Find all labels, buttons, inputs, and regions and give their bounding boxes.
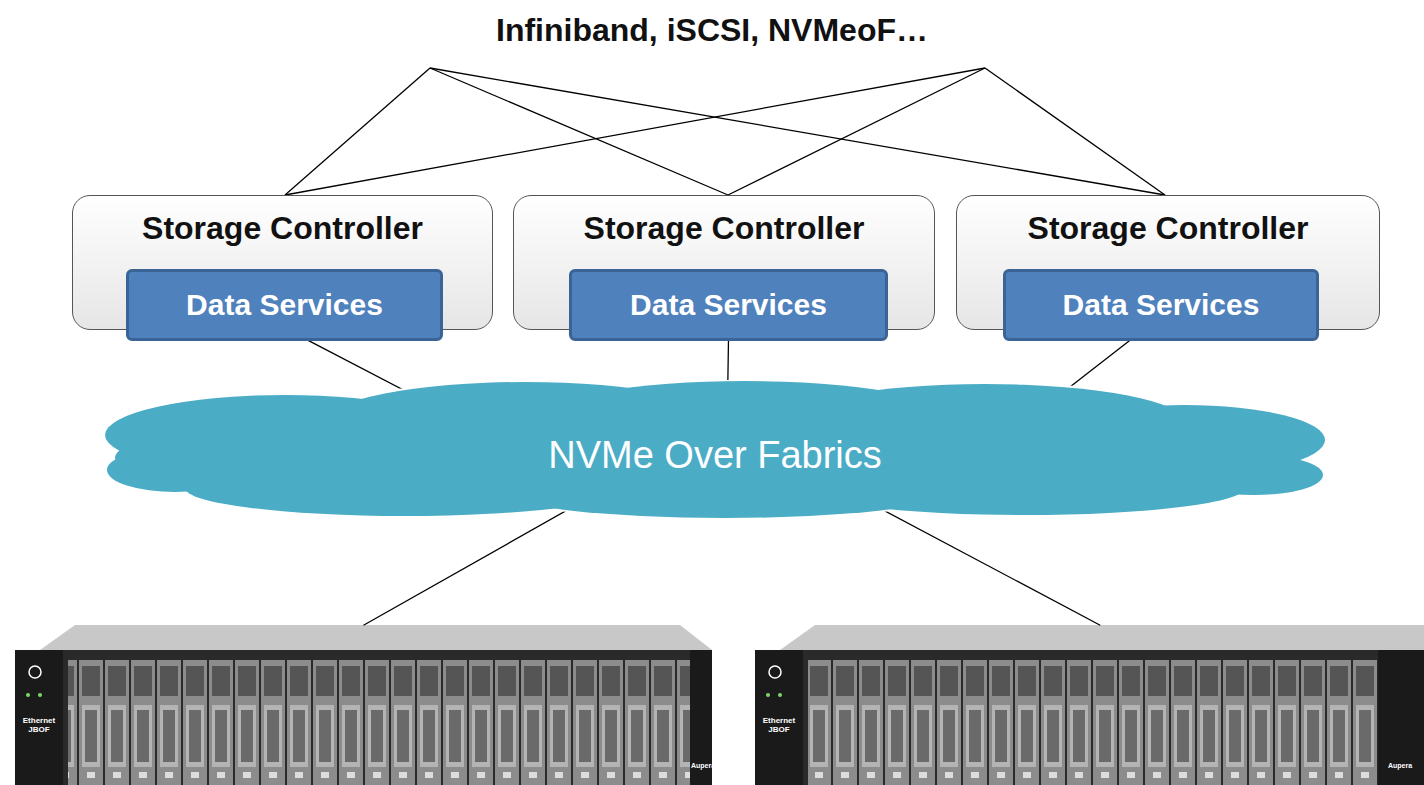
jbof-chassis: Ethernet JBOF Aupera [755,622,1424,785]
node-label: Storage Controller [142,210,423,247]
heading-row: Infiniband, iSCSI, NVMeoF… [0,12,1424,49]
protocol-label: Infiniband, iSCSI, NVMeoF… [496,12,928,48]
chassis-label: Aupera [1379,762,1421,770]
node-label: Storage Controller [584,210,865,247]
data-services-box: Data Services [126,269,443,341]
data-services-box: Data Services [1003,269,1319,341]
node-label: NVMe Over Fabrics [548,424,882,477]
node-label: Data Services [186,288,383,322]
storage-controller-box: Storage ControllerData Services [72,195,493,330]
node-label: Storage Controller [1028,210,1309,247]
chassis-label: Aupera [691,762,711,770]
chassis-label: Ethernet JBOF [17,717,61,735]
data-services-box: Data Services [569,269,888,341]
node-label: Data Services [630,288,827,322]
node-label: Data Services [1063,288,1260,322]
network-cloud: NVMe Over Fabrics [105,380,1325,520]
storage-controller-box: Storage ControllerData Services [956,195,1380,330]
jbof-chassis: Ethernet JBOF Aupera [15,622,712,785]
storage-controller-box: Storage ControllerData Services [513,195,935,330]
chassis-label: Ethernet JBOF [757,717,801,735]
